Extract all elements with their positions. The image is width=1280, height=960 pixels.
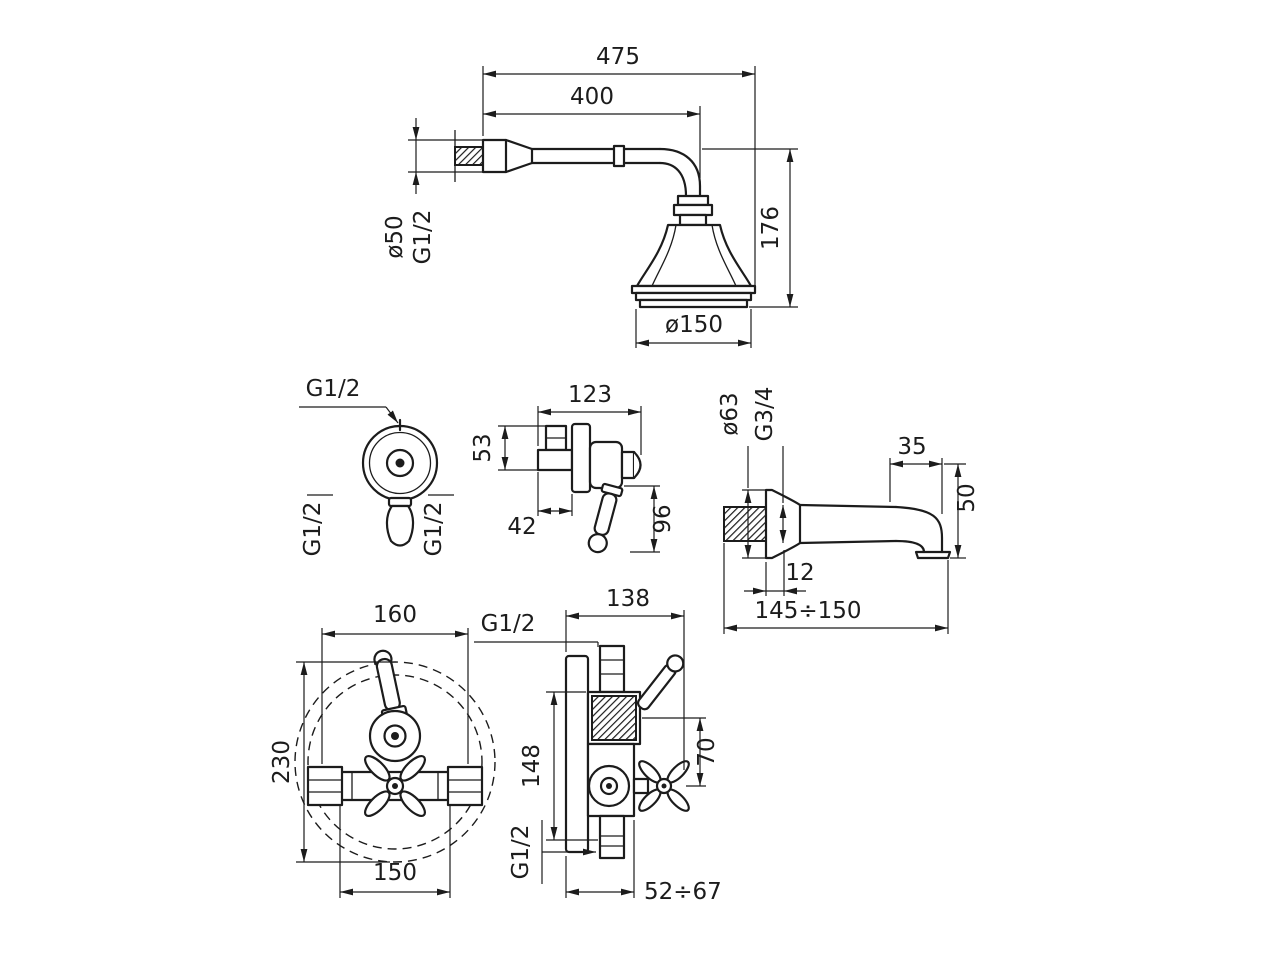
dim-valve-handle-length: 96 (624, 485, 676, 553)
dim-spout-tip-offset: 35 (889, 434, 943, 514)
dim-spout-projection: 145÷150 (723, 543, 949, 634)
dim-label-mixer-plate-height: 230 (269, 740, 295, 784)
dim-label-spout-tip-offset: 35 (897, 434, 926, 460)
dim-label-valve-handle-length: 96 (650, 504, 676, 533)
valve-side-lever (587, 482, 624, 554)
union-nut-left (306, 765, 344, 807)
cartridge-hatch (591, 695, 637, 741)
valve-lever-handle (385, 504, 415, 547)
dim-label-valve-thread-right: G1/2 (421, 502, 447, 557)
dim-label-valve-wall-distance: 42 (507, 514, 536, 540)
dim-label-spout-thread: G3/4 (752, 387, 778, 442)
dim-label-mixer-depth: 138 (606, 586, 650, 612)
shower-arm-outline (454, 130, 714, 227)
mixer-side-cross-handle (632, 760, 690, 812)
dim-label-spout-drop-height: 50 (954, 483, 980, 512)
dim-spout-drop-height: 50 (944, 463, 980, 559)
mixer-side-outline (564, 644, 690, 860)
dim-valve-thread-left: G1/2 (300, 494, 333, 557)
dim-valve-thread-top: G1/2 (299, 376, 399, 424)
dim-drop-height: 176 (702, 148, 798, 308)
dim-mixer-thread-top: G1/2 (474, 611, 599, 647)
dim-label-connection-thread: G1/2 (410, 210, 436, 265)
view-mixer-side: 138 G1/2 148 70 G1/2 52÷67 (474, 586, 722, 905)
dim-label-valve-thread-top: G1/2 (306, 376, 361, 402)
dim-overall-length: 475 (482, 44, 756, 286)
view-mixer-front: 160 230 150 (269, 602, 496, 898)
dim-spout-wall-gap: 12 (744, 550, 815, 596)
mixer-front-outline (294, 649, 496, 863)
bottom-pipe (598, 814, 626, 860)
shower-head-outline (630, 223, 757, 309)
view-spout: ø63 G3/4 35 50 12 (717, 387, 980, 634)
dim-mixer-body-width: 150 (339, 806, 451, 898)
dim-mixer-thread-bottom: G1/2 (508, 820, 596, 884)
dim-mixer-handle-spacing: 70 (642, 717, 720, 787)
dim-valve-thread-right: G1/2 (421, 494, 454, 557)
dim-label-valve-depth: 123 (568, 382, 612, 408)
dim-mixer-body-height: 148 (519, 691, 598, 841)
union-nut-right (446, 765, 484, 807)
dim-label-mixer-thread-bottom: G1/2 (508, 825, 534, 880)
spout-thread-hatch (723, 506, 767, 542)
wall-thread-hatch (454, 146, 484, 166)
view-stop-valve-side: 123 53 42 96 (470, 382, 676, 554)
dim-arm-length: 400 (483, 84, 701, 178)
dim-escutcheon-thread: ø50 G1/2 (382, 118, 483, 264)
dim-head-diameter: ø150 (635, 309, 752, 348)
dim-mixer-plate-height: 230 (269, 661, 390, 863)
valve-front-outline (361, 418, 439, 547)
dim-label-spout-flange-diameter: ø63 (717, 392, 743, 435)
dim-label-mixer-thread-top: G1/2 (481, 611, 536, 637)
escutcheon-dashed-circle-outer (294, 661, 496, 863)
dim-label-mixer-projection: 52÷67 (644, 879, 722, 905)
valve-side-outline (536, 422, 642, 554)
dim-spout-thread: G3/4 (752, 387, 787, 543)
mixer-side-lever (636, 654, 685, 711)
dim-label-escutcheon-diameter: ø50 (382, 215, 408, 258)
dim-label-head-diameter: ø150 (665, 312, 723, 338)
dim-label-valve-thread-left: G1/2 (300, 502, 326, 557)
dim-label-drop-height: 176 (758, 206, 784, 250)
top-pipe (598, 644, 626, 694)
dim-spout-flange-diameter: ø63 (717, 392, 766, 559)
dim-label-overall-length: 475 (596, 44, 640, 70)
dim-mixer-projection: 52÷67 (565, 820, 722, 905)
dim-label-mixer-body-width: 150 (373, 860, 417, 886)
dim-label-mixer-handle-spacing: 70 (694, 737, 720, 766)
dim-label-mixer-body-height: 148 (519, 744, 545, 788)
view-stop-valve-front: G1/2 G1/2 G1/2 (299, 376, 454, 556)
dim-label-spout-projection: 145÷150 (754, 598, 861, 624)
dim-valve-wall-distance: 42 (507, 472, 573, 540)
mixer-cross-handle (364, 755, 426, 817)
dim-label-valve-inlet-height: 53 (470, 433, 496, 462)
dim-valve-inlet-height: 53 (470, 425, 546, 471)
view-shower-arm: 475 400 176 ø150 ø50 G1/2 (382, 44, 798, 348)
wall-plate (564, 654, 590, 854)
dim-label-arm-length: 400 (570, 84, 614, 110)
dim-label-mixer-plate-width: 160 (373, 602, 417, 628)
dim-mixer-depth: 138 (565, 586, 685, 770)
dim-label-spout-wall-gap: 12 (785, 560, 814, 586)
dim-mixer-plate-width: 160 (321, 602, 469, 764)
